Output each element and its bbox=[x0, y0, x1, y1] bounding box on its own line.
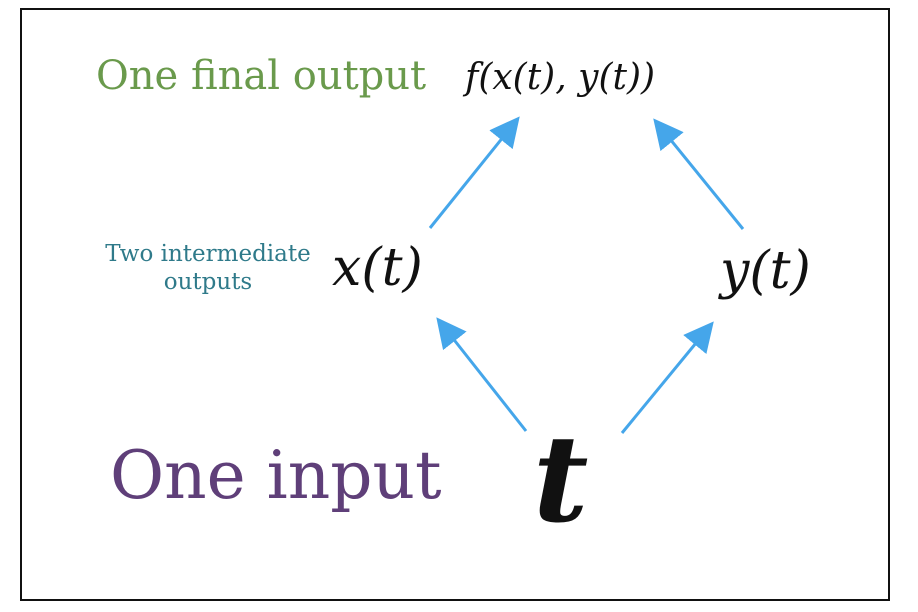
final-output-label: One final output bbox=[96, 53, 427, 99]
input-label: One input bbox=[110, 437, 442, 514]
intermediate-outputs-label: Two intermediate outputs bbox=[105, 241, 311, 295]
final-expression: f(x(t), y(t)) bbox=[465, 57, 656, 98]
y-expression: y(t) bbox=[720, 241, 811, 301]
t-variable: t bbox=[533, 409, 589, 550]
x-expression: x(t) bbox=[332, 238, 423, 298]
diagram-frame bbox=[20, 8, 890, 601]
